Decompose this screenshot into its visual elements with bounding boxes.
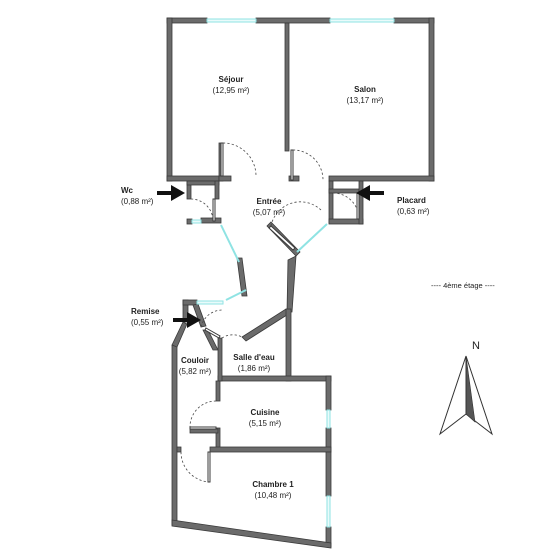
room-label-cuisine: Cuisine (5,15 m²) [249, 407, 281, 429]
room-label-salle-eau: Salle d'eau (1,86 m²) [233, 352, 274, 374]
room-label-salon: Salon (13,17 m²) [347, 84, 384, 106]
room-label-placard: Placard (0,63 m²) [397, 195, 429, 217]
room-label-remise: Remise (0,55 m²) [131, 306, 163, 328]
room-name: Remise [131, 307, 160, 316]
room-area: (5,07 m²) [252, 208, 286, 217]
north-label: N [472, 340, 480, 352]
floor-label: ---- 4ème étage ---- [431, 281, 495, 290]
room-name: Salon [354, 85, 376, 94]
room-name: Chambre 1 [252, 480, 294, 489]
room-name: Cuisine [250, 408, 280, 417]
room-area: (5,82 m²) [178, 367, 212, 376]
room-label-wc: Wc (0,88 m²) [121, 185, 153, 207]
windows [191, 18, 395, 528]
room-name: Entrée [256, 197, 282, 206]
room-label-entree: Entrée (5,07 m²) [253, 196, 285, 218]
remise-arrow [173, 312, 201, 328]
room-name: Couloir [180, 356, 209, 365]
room-area: (1,86 m²) [237, 364, 271, 373]
room-name: Wc [121, 186, 133, 195]
north-arrow-icon [439, 355, 493, 436]
room-area: (12,95 m²) [212, 86, 250, 95]
room-label-chambre1: Chambre 1 (10,48 m²) [252, 479, 293, 501]
room-name: Salle d'eau [233, 353, 275, 362]
room-area: (13,17 m²) [346, 96, 384, 105]
pointer-arrows [157, 185, 384, 328]
room-area: (0,63 m²) [397, 207, 430, 216]
doors [180, 142, 360, 483]
wc-arrow [157, 185, 185, 201]
room-area: (0,88 m²) [121, 197, 154, 206]
room-name: Placard [397, 196, 426, 205]
walls [166, 17, 435, 549]
room-name: Séjour [218, 75, 244, 84]
room-label-couloir: Couloir (5,82 m²) [179, 355, 211, 377]
placard-arrow [356, 185, 384, 201]
room-label-sejour: Séjour (12,95 m²) [213, 74, 250, 96]
room-area: (0,55 m²) [131, 318, 164, 327]
room-area: (5,15 m²) [248, 419, 282, 428]
room-area: (10,48 m²) [254, 491, 292, 500]
